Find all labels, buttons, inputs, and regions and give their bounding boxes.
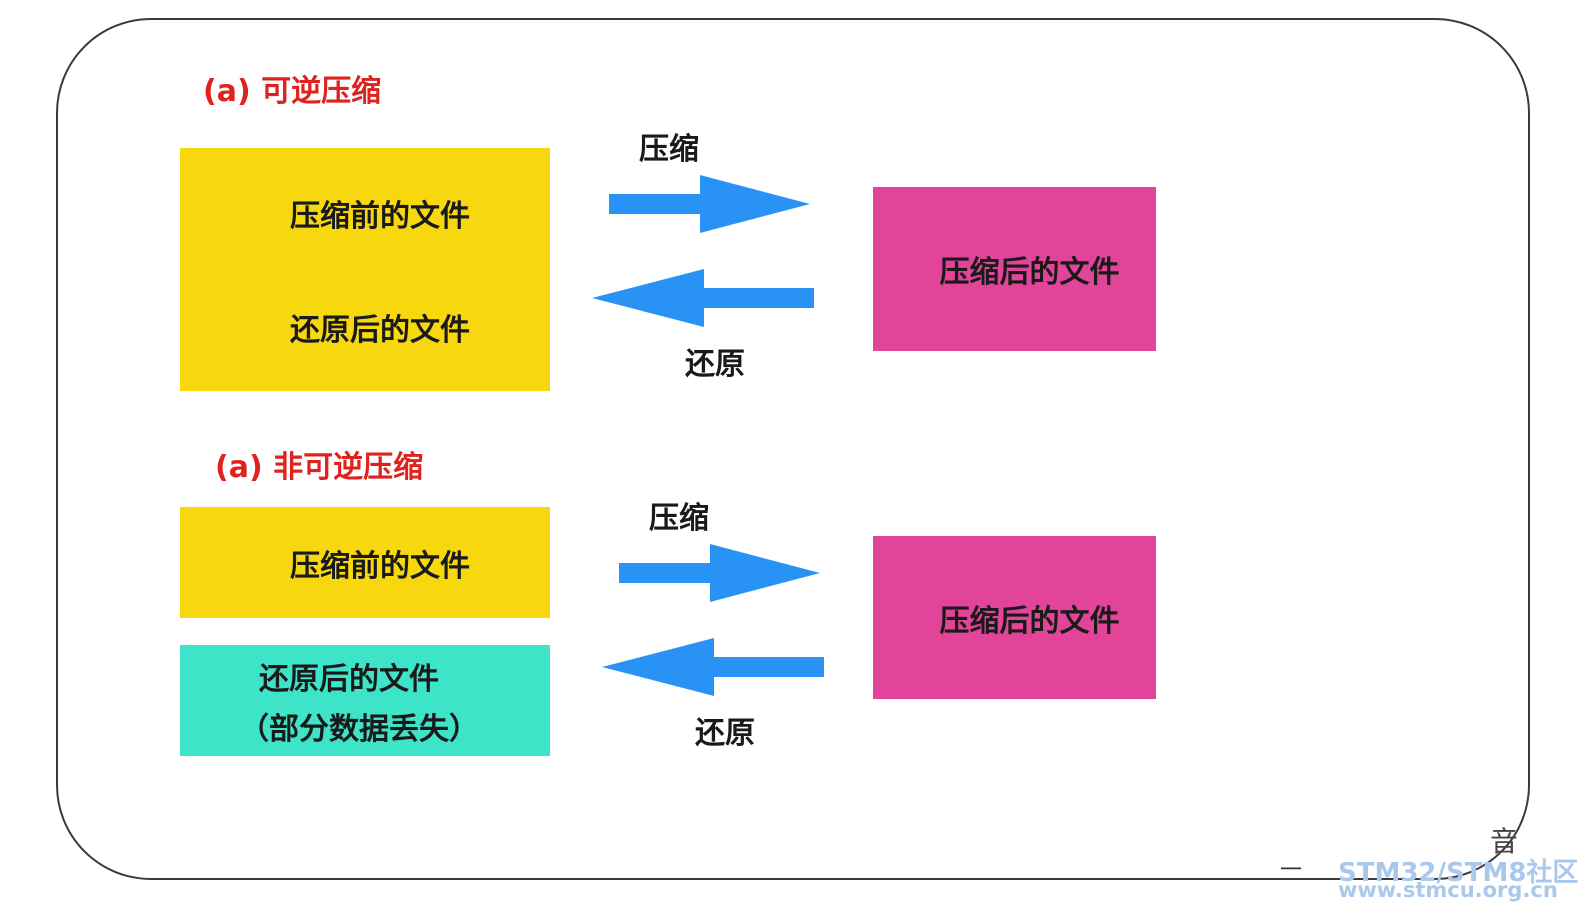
reversible-title: (a) 可逆压缩 (203, 74, 382, 109)
restore-label: 还原 (685, 347, 745, 382)
compress-arrow-b-shape (619, 544, 820, 602)
compress-label: 压缩 (649, 501, 709, 536)
restored-file-label: 还原后的文件 (259, 661, 439, 697)
original-file-label: 压缩前的文件 (290, 198, 470, 234)
lossy-restored-box: 还原后的文件 （部分数据丢失） (180, 645, 550, 756)
data-loss-note: （部分数据丢失） (239, 711, 479, 747)
compressed-file-label: 压缩后的文件 (939, 603, 1120, 639)
lossy-title: (a) 非可逆压缩 (215, 450, 424, 485)
rounded-frame (56, 18, 1530, 880)
restore-arrow-b-shape (602, 638, 824, 696)
compressed-file-label: 压缩后的文件 (939, 255, 1120, 290)
watermark-mark: 一 (1280, 858, 1303, 883)
restore-arrow-a-shape (592, 269, 814, 327)
watermark-url: www.stmcu.org.cn (1338, 878, 1558, 902)
restore-arrow-b (602, 638, 824, 696)
lossy-original-box: 压缩前的文件 (180, 507, 550, 618)
restored-file-label: 还原后的文件 (290, 312, 470, 348)
restore-arrow-a (592, 269, 814, 327)
compress-arrow-a-shape (609, 175, 810, 233)
original-file-label: 压缩前的文件 (290, 548, 470, 584)
watermark-glyph: 音 (1490, 825, 1519, 858)
lossy-compressed-box: 压缩后的文件 (873, 536, 1156, 699)
reversible-original-box: 压缩前的文件 还原后的文件 (180, 148, 550, 391)
reversible-compressed-box: 压缩后的文件 (873, 187, 1156, 351)
compress-arrow-b (619, 544, 820, 602)
restore-label: 还原 (695, 716, 755, 751)
watermark-site-name: STM32/STM8社区 (1338, 858, 1579, 888)
compress-label: 压缩 (639, 132, 699, 167)
compress-arrow-a (609, 175, 810, 233)
